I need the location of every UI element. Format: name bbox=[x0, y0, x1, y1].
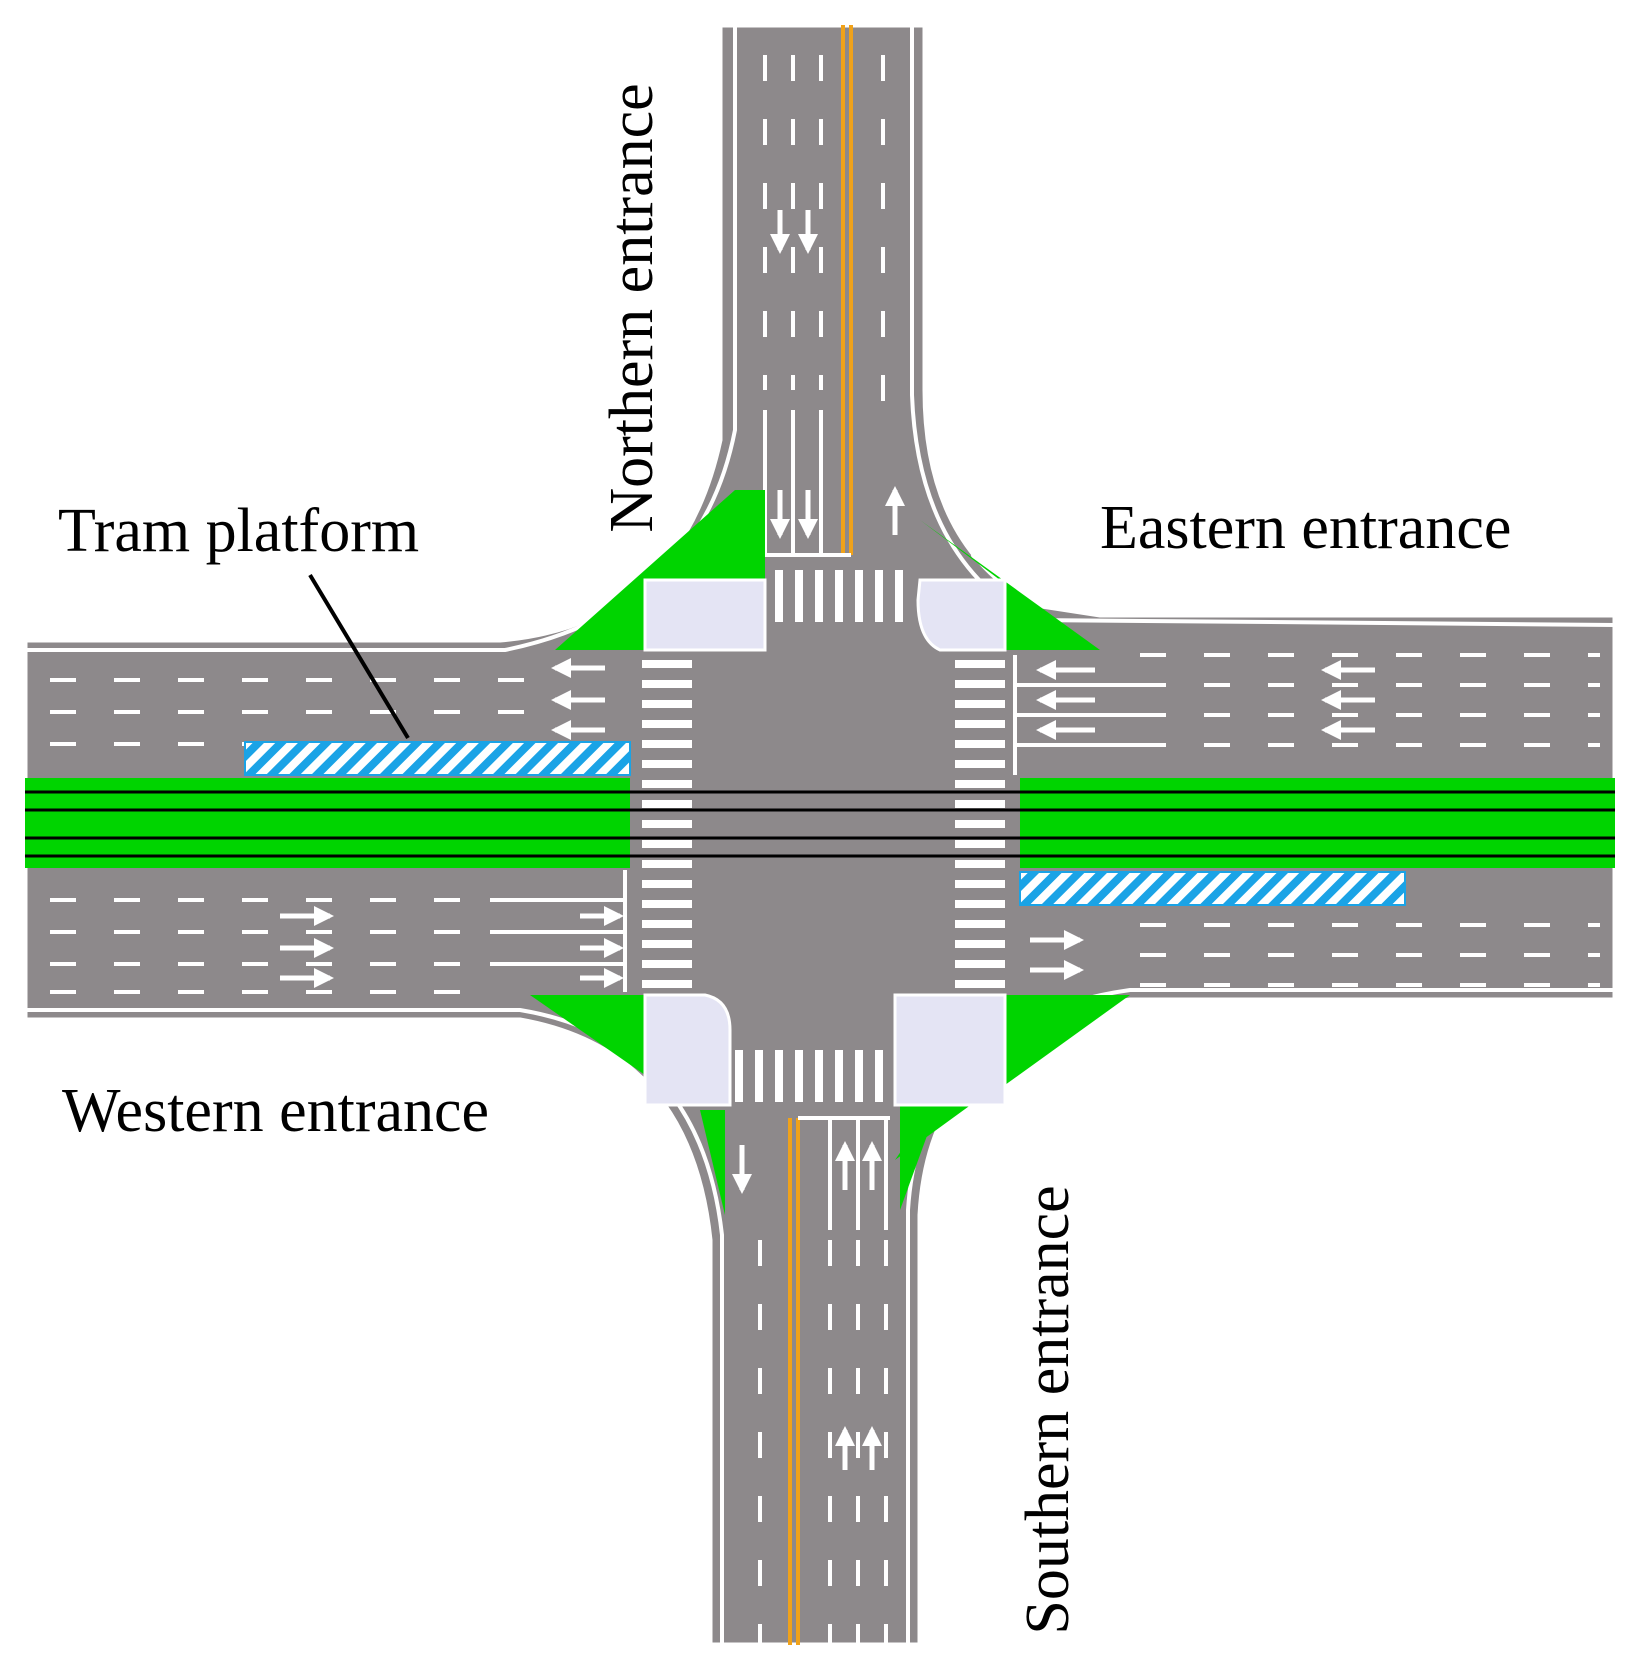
western-entrance-label: Western entrance bbox=[62, 1077, 490, 1145]
west-lane-arrows bbox=[280, 658, 624, 988]
crosswalk-stripe bbox=[955, 660, 1005, 668]
tram-platform-leader bbox=[308, 573, 410, 740]
crosswalk-stripe bbox=[642, 880, 692, 888]
crosswalk-stripe bbox=[642, 960, 692, 968]
crosswalk-stripe bbox=[955, 900, 1005, 908]
crosswalk-stripe bbox=[642, 760, 692, 768]
crosswalk-stripe bbox=[642, 840, 692, 848]
south-lane-dashes bbox=[758, 1240, 888, 1645]
crosswalk-stripe bbox=[642, 980, 692, 988]
crosswalk-stripe bbox=[955, 680, 1005, 688]
crosswalk-stripe bbox=[955, 940, 1005, 948]
crosswalk-north bbox=[775, 570, 903, 622]
south-lane-lines bbox=[798, 1116, 890, 1230]
crosswalk-stripe bbox=[955, 720, 1005, 728]
north-lane-arrows bbox=[770, 210, 905, 539]
crosswalk-stripe bbox=[955, 700, 1005, 708]
northern-entrance-label: Northern entrance bbox=[598, 83, 666, 533]
crosswalk-stripe bbox=[642, 740, 692, 748]
crosswalk-stripe bbox=[955, 800, 1005, 808]
crosswalk-stripe bbox=[955, 880, 1005, 888]
crosswalk-stripe bbox=[642, 680, 692, 688]
west-lane-lines bbox=[490, 870, 627, 992]
east-lane-dashes bbox=[1140, 653, 1600, 987]
crosswalk-stripe bbox=[642, 900, 692, 908]
crosswalk-south bbox=[735, 1050, 883, 1102]
crosswalk-stripe bbox=[955, 920, 1005, 928]
crosswalk-stripe bbox=[642, 800, 692, 808]
east-lane-arrows bbox=[1030, 660, 1375, 980]
crosswalk-stripe bbox=[642, 940, 692, 948]
crosswalk-stripe bbox=[955, 840, 1005, 848]
crosswalk-east bbox=[955, 660, 1005, 988]
crosswalk-stripe bbox=[955, 820, 1005, 828]
crosswalk-stripe bbox=[642, 780, 692, 788]
southern-entrance-label: Southern entrance bbox=[1014, 1185, 1082, 1635]
tram-platform-label: Tram platform bbox=[58, 497, 420, 565]
tram-rails bbox=[25, 790, 1615, 858]
crosswalk-stripe bbox=[642, 660, 692, 668]
crosswalk-stripe bbox=[642, 820, 692, 828]
crosswalk-stripe bbox=[955, 960, 1005, 968]
crosswalk-stripe bbox=[642, 700, 692, 708]
crosswalk-stripe bbox=[955, 780, 1005, 788]
eastern-entrance-label: Eastern entrance bbox=[1100, 494, 1512, 562]
crosswalk-stripe bbox=[955, 740, 1005, 748]
south-lane-arrows bbox=[732, 1141, 882, 1470]
tram-platform-east bbox=[1019, 871, 1406, 906]
crosswalk-west bbox=[642, 660, 692, 988]
north-lane-dashes bbox=[763, 55, 885, 420]
tram-platform-west bbox=[244, 741, 631, 776]
crosswalk-stripe bbox=[955, 760, 1005, 768]
west-lane-dashes bbox=[50, 678, 560, 994]
crosswalk-stripe bbox=[642, 920, 692, 928]
east-lane-lines bbox=[1013, 655, 1165, 775]
tram-corridor bbox=[25, 778, 1615, 868]
crosswalk-stripe bbox=[642, 720, 692, 728]
north-lane-lines bbox=[763, 410, 851, 557]
refuge-islands bbox=[643, 578, 1007, 1107]
crosswalk-stripe bbox=[642, 860, 692, 868]
crosswalk-stripe bbox=[955, 860, 1005, 868]
crosswalk-stripe bbox=[955, 980, 1005, 988]
median-lines bbox=[788, 25, 853, 1645]
